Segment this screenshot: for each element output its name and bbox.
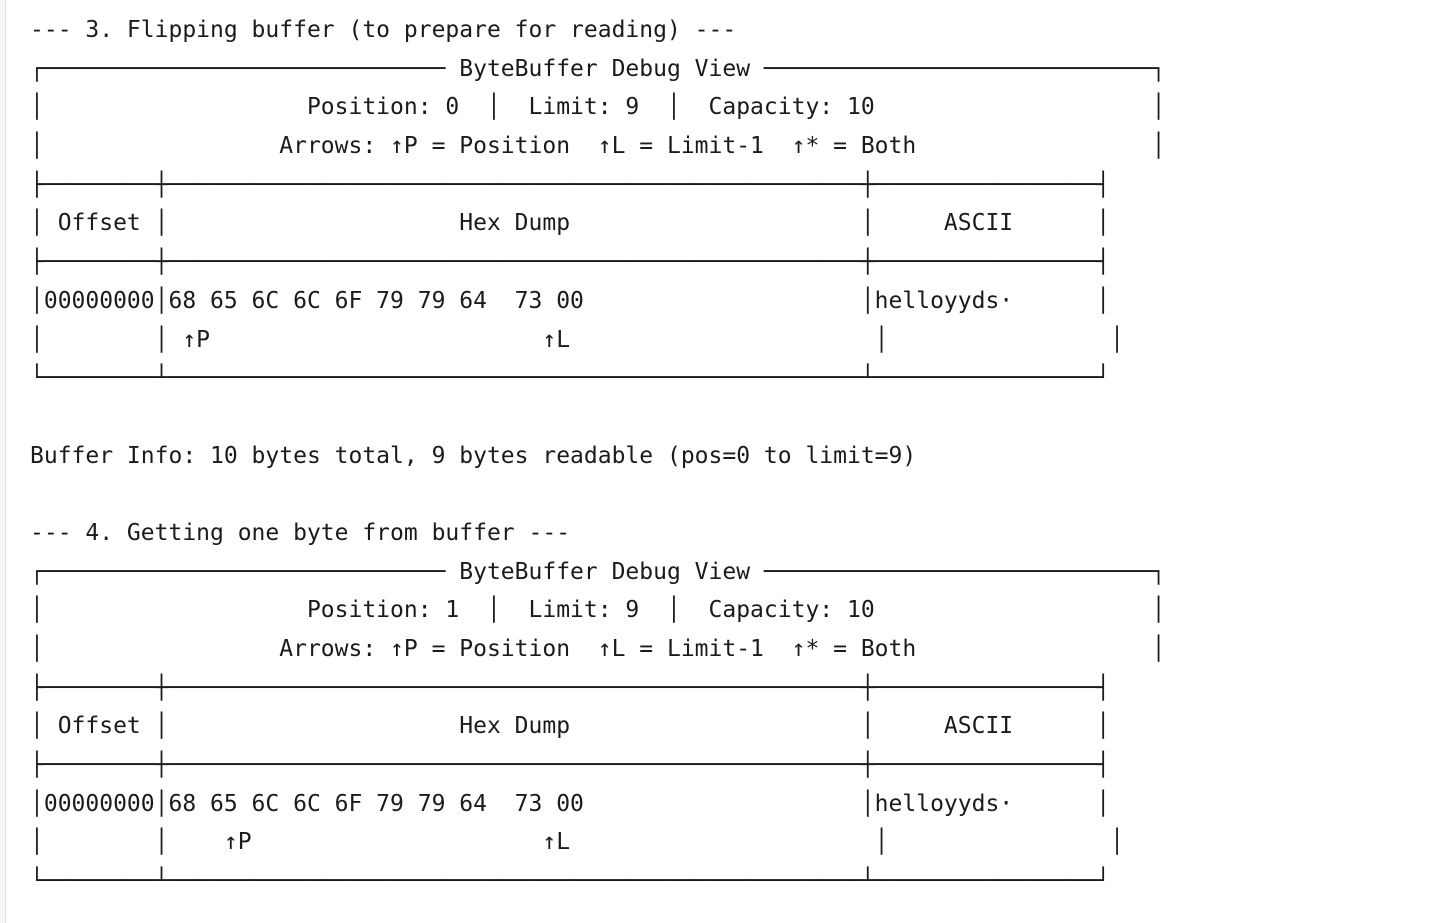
section-3-heading: --- 3. Flipping buffer (to prepare for r… — [30, 17, 737, 43]
box1-bottom-border: └────────┴──────────────────────────────… — [30, 365, 1111, 392]
box2-status-row: │ Position: 1 │ Limit: 9 │ Capacity: 10 … — [30, 597, 1166, 624]
box2-arrow-legend-row: │ Arrows: ↑P = Position ↑L = Limit-1 ↑* … — [30, 636, 1166, 662]
box2-hex-data-row: │00000000│68 65 6C 6C 6F 79 79 64 73 00 … — [30, 790, 1111, 817]
box1-arrow-legend-row: │ Arrows: ↑P = Position ↑L = Limit-1 ↑* … — [30, 133, 1166, 160]
box2-top-border-title: ┌───────────────────────────── ByteBuffe… — [30, 558, 1166, 585]
section-4-heading: --- 4. Getting one byte from buffer --- — [30, 519, 571, 546]
box1-pointer-arrow-row: │ │ ↑P ↑L │ │ — [30, 326, 1124, 353]
buffer-info-line: Buffer Info: 10 bytes total, 9 bytes rea… — [30, 442, 917, 469]
blank-line-1 — [30, 398, 1165, 437]
box1-top-border-title: ┌───────────────────────────── ByteBuffe… — [30, 55, 1166, 82]
box2-pointer-arrow-row: │ │ ↑P ↑L │ │ — [30, 829, 1124, 856]
window-left-edge — [0, 0, 6, 923]
box2-bottom-border: └────────┴──────────────────────────────… — [30, 868, 1111, 895]
terminal-output: --- 3. Flipping buffer (to prepare for r… — [30, 17, 1166, 895]
box1-header-separator-top: ├────────┼──────────────────────────────… — [30, 171, 1111, 198]
box1-header-separator-bottom: ├────────┼──────────────────────────────… — [30, 249, 1111, 276]
box2-header-separator-top: ├────────┼──────────────────────────────… — [30, 674, 1111, 701]
box2-header-separator-bottom: ├────────┼──────────────────────────────… — [30, 752, 1111, 779]
box1-status-row: │ Position: 0 │ Limit: 9 │ Capacity: 10 … — [30, 94, 1166, 121]
box1-column-header-row: │ Offset │ Hex Dump │ ASCII │ — [30, 210, 1111, 237]
blank-line-2 — [30, 475, 1165, 514]
box1-hex-data-row: │00000000│68 65 6C 6C 6F 79 79 64 73 00 … — [30, 287, 1111, 314]
box2-column-header-row: │ Offset │ Hex Dump │ ASCII │ — [30, 713, 1111, 740]
